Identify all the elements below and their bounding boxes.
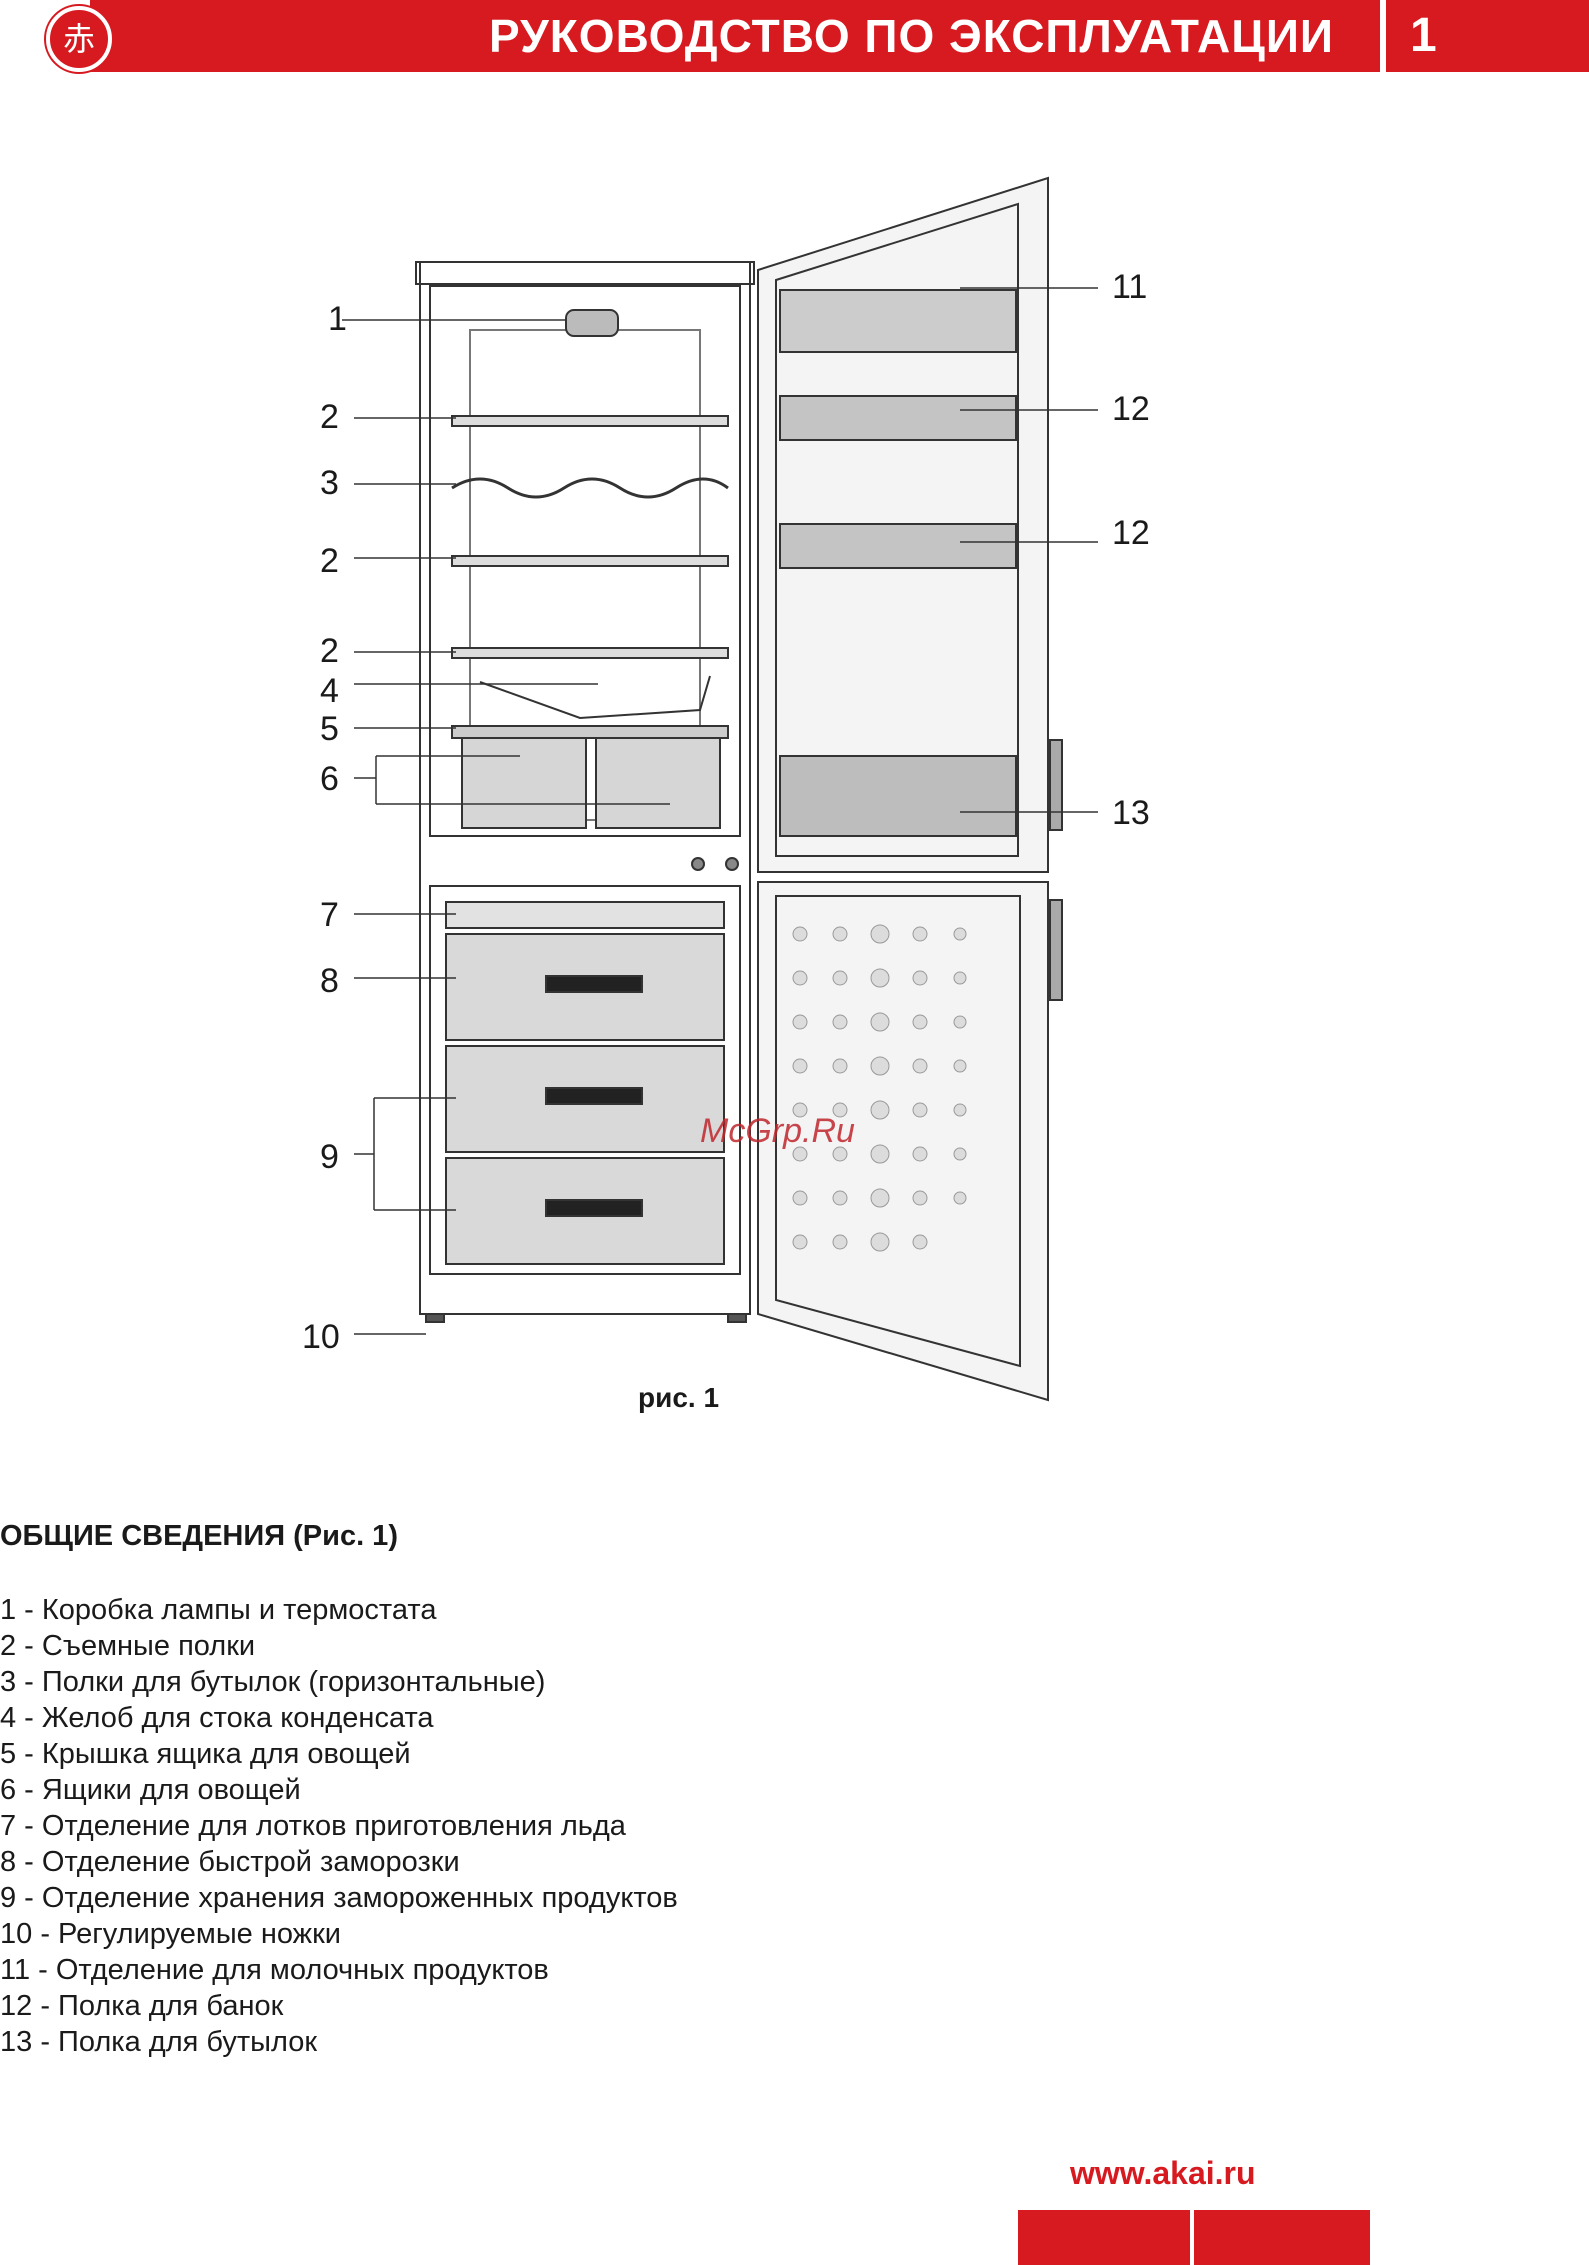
shelf-1: [451, 415, 729, 427]
list-item: 11 - Отделение для молочных продуктов: [0, 1954, 549, 1986]
list-item: 12 - Полка для банок: [0, 1990, 284, 2022]
shelf-2: [451, 555, 729, 567]
brand-logo: 赤: [46, 6, 112, 72]
dairy-compartment: [779, 289, 1017, 353]
freezer-door-inner: [775, 895, 1021, 1368]
list-item: 3 - Полки для бутылок (горизонтальные): [0, 1666, 546, 1698]
footer-block: [1018, 2210, 1190, 2265]
drawer-handle-2: [545, 1087, 643, 1105]
control-knob-1: [691, 857, 705, 871]
footer-block: [1194, 2210, 1370, 2265]
list-item: 7 - Отделение для лотков приготовления л…: [0, 1810, 626, 1842]
jar-shelf-2: [779, 523, 1017, 569]
callout-8: 8: [320, 962, 339, 1000]
freezer-door: [757, 881, 1049, 1402]
callout-2c: 2: [320, 632, 339, 670]
callout-7: 7: [320, 896, 339, 934]
crisper-left: [461, 737, 587, 829]
callout-2a: 2: [320, 398, 339, 436]
callout-5: 5: [320, 710, 339, 748]
leader-lines: [342, 287, 1098, 1335]
watermark: McGrp.Ru: [700, 1112, 855, 1150]
website-link[interactable]: www.akai.ru: [1070, 2155, 1256, 2191]
callout-9: 9: [320, 1138, 339, 1176]
list-item: 2 - Съемные полки: [0, 1630, 256, 1662]
section-title: ОБЩИЕ СВЕДЕНИЯ (Рис. 1): [0, 1520, 398, 1552]
list-item: 6 - Ящики для овощей: [0, 1774, 301, 1806]
list-item: 8 - Отделение быстрой заморозки: [0, 1846, 460, 1878]
callout-2b: 2: [320, 542, 339, 580]
door-dimples: [792, 924, 967, 1252]
drawer-handle-1: [545, 975, 643, 993]
foot-left: [425, 1313, 445, 1323]
drawer-handle-3: [545, 1199, 643, 1217]
bottle-rack: [451, 477, 729, 499]
jar-shelf-1: [779, 395, 1017, 441]
header-bar: [90, 0, 1380, 72]
cabinet-top: [415, 261, 755, 285]
control-knob-2: [725, 857, 739, 871]
callout-11: 11: [1112, 268, 1148, 306]
list-item: 10 - Регулируемые ножки: [0, 1918, 341, 1950]
callout-1: 1: [328, 300, 347, 338]
list-item: 9 - Отделение хранения замороженных прод…: [0, 1882, 678, 1914]
list-item: 13 - Полка для бутылок: [0, 2026, 318, 2058]
freezer-door-handle: [1049, 899, 1063, 1001]
list-item: 5 - Крышка ящика для овощей: [0, 1738, 411, 1770]
crisper-right: [595, 737, 721, 829]
callout-10: 10: [302, 1318, 340, 1356]
callout-13: 13: [1112, 794, 1150, 832]
fridge-door-inner: [775, 202, 1019, 857]
header-title: РУКОВОДСТВО ПО ЭКСПЛУАТАЦИИ: [489, 10, 1334, 62]
fridge-door-handle: [1049, 739, 1063, 831]
callout-12a: 12: [1112, 390, 1150, 428]
list-item: 4 - Желоб для стока конденсата: [0, 1702, 434, 1734]
freezer-inner: [429, 885, 741, 1275]
ice-tray-area: [445, 901, 725, 929]
callout-4: 4: [320, 672, 339, 710]
callout-6: 6: [320, 760, 339, 798]
page-number: 1: [1410, 9, 1437, 62]
list-item: 1 - Коробка лампы и термостата: [0, 1594, 437, 1626]
shelf-3: [451, 647, 729, 659]
callout-3: 3: [320, 464, 339, 502]
bottle-shelf: [779, 755, 1017, 837]
foot-right: [727, 1313, 747, 1323]
condensate-channel: [479, 675, 711, 720]
page-number-box: [1386, 0, 1589, 72]
lamp-box: [565, 309, 619, 337]
crisper-cover: [451, 725, 729, 739]
parts-list: 1 - Коробка лампы и термостата 2 - Съемн…: [0, 1592, 678, 2060]
callout-12b: 12: [1112, 514, 1150, 552]
figure-caption: рис. 1: [638, 1382, 720, 1413]
refrigerator-diagram: [342, 176, 1098, 1402]
